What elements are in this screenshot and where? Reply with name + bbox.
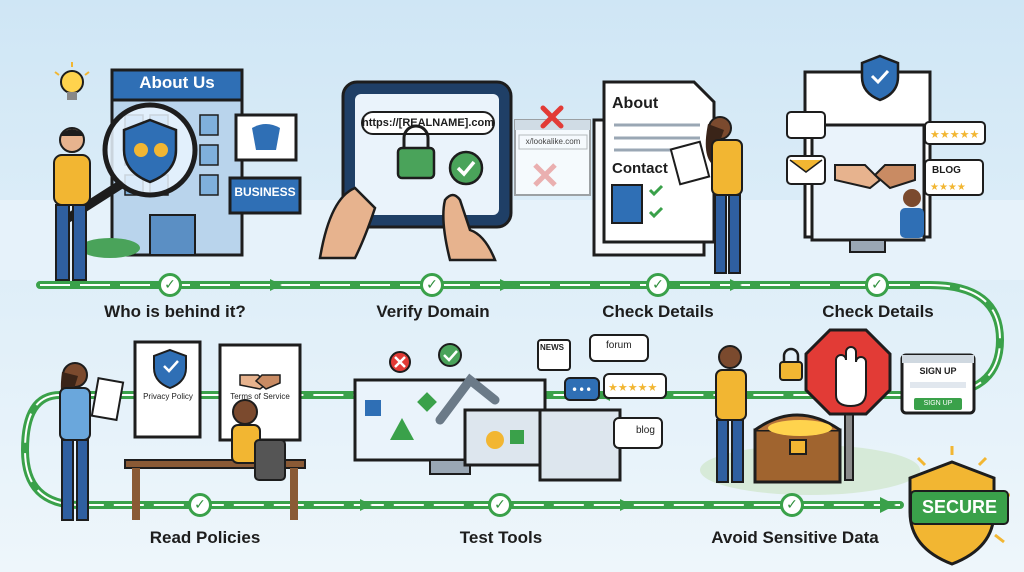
- check-icon: ✓: [646, 273, 670, 297]
- scene-monitor: ★★★★★ ★★★★: [786, 54, 986, 253]
- step-label-who-is-behind: Who is behind it?: [104, 302, 246, 321]
- scene-documents: [592, 80, 743, 274]
- scene-tablet: [318, 80, 513, 262]
- fake-site-window: [514, 119, 591, 196]
- privacy-policy-text: Privacy Policy: [143, 392, 193, 401]
- lightbulb-icon: [54, 62, 90, 100]
- step-label-verify-domain: Verify Domain: [376, 302, 490, 321]
- scene-avoid-sensitive: [700, 328, 976, 495]
- blog-tag: BLOG: [932, 165, 961, 176]
- check-icon: ✓: [865, 273, 889, 297]
- scene-test-tools: ••• ★★★★★: [353, 334, 667, 482]
- check-icon: ✓: [188, 493, 212, 517]
- step-label-check-details: Check Details: [602, 302, 714, 321]
- person-investigator: [53, 127, 91, 281]
- forum-tag: forum: [606, 340, 632, 351]
- business-sign: BUSINESS: [234, 185, 296, 199]
- contact-heading: Contact: [612, 160, 668, 177]
- fake-url-text: x/lookalike.com: [525, 137, 581, 146]
- svg-text:•••: •••: [571, 383, 592, 397]
- blog-bubble: blog: [636, 425, 655, 436]
- svg-text:★★★★★: ★★★★★: [608, 381, 657, 394]
- step-label-check-details-2: Check Details: [822, 302, 934, 321]
- step-label-read-policies: Read Policies: [149, 528, 261, 547]
- check-icon: ✓: [488, 493, 512, 517]
- step-label-test-tools: Test Tools: [459, 528, 543, 547]
- about-heading: About: [612, 95, 659, 112]
- scene-policies: [59, 340, 306, 521]
- check-icon: ✓: [158, 273, 182, 297]
- building-sign: About Us: [139, 73, 215, 92]
- magnifier-icon: [57, 102, 198, 227]
- check-icon: ✓: [780, 493, 804, 517]
- signup-button[interactable]: SIGN UP: [914, 398, 962, 410]
- terms-of-service-text: Terms of Service: [230, 392, 290, 401]
- signup-title: SIGN UP: [919, 366, 957, 376]
- real-url-text: https://[REALNAME].com: [362, 117, 494, 129]
- step-label-avoid-sensitive-data: Avoid Sensitive Data: [711, 528, 879, 547]
- check-icon: ✓: [420, 273, 444, 297]
- news-tag: NEWS: [540, 343, 564, 352]
- red-x-icon: [540, 105, 564, 129]
- svg-text:★★★★: ★★★★: [930, 182, 966, 193]
- secure-badge: SECURE: [910, 490, 1010, 525]
- svg-text:★★★★★: ★★★★★: [930, 128, 979, 141]
